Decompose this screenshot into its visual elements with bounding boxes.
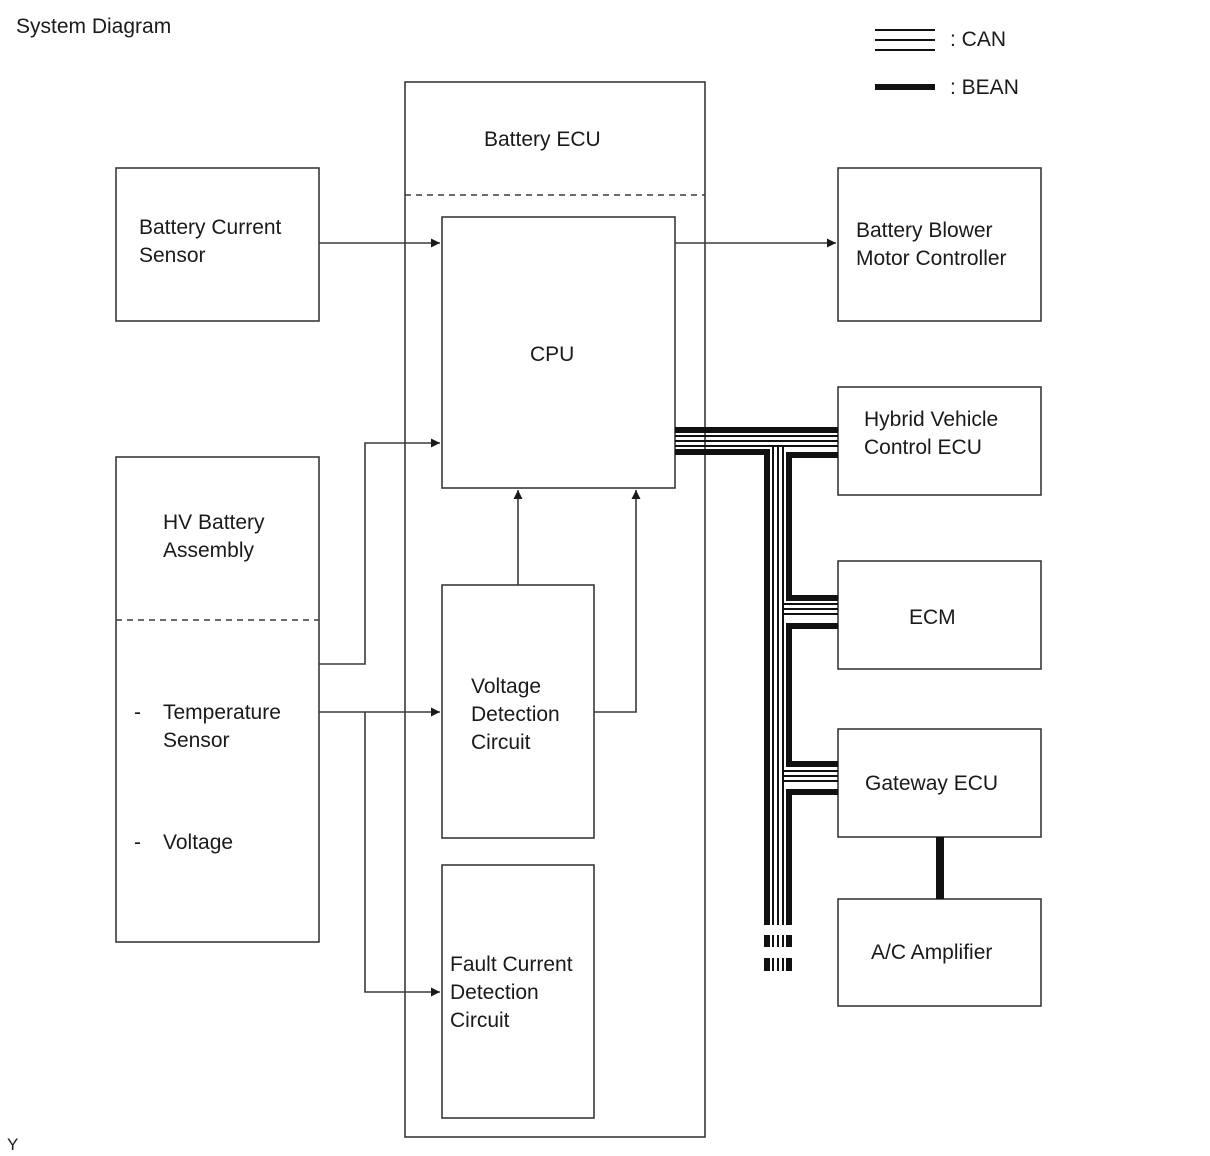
temperature-sensor-bullet: - — [134, 701, 141, 724]
bean-bus — [675, 427, 944, 971]
wire-voltage-circuit-out-to-cpu — [594, 490, 641, 713]
hv-battery-assembly-box — [115, 456, 320, 943]
cpu-box — [441, 216, 676, 489]
ac-amplifier-label: A/C Amplifier — [871, 941, 992, 964]
voltage-label: Voltage — [163, 831, 233, 854]
cpu-label: CPU — [530, 343, 574, 366]
legend-bean-label: : BEAN — [950, 76, 1019, 99]
battery-current-sensor-box — [115, 167, 320, 322]
voltage-detection-label: Voltage Detection Circuit — [471, 675, 566, 754]
battery-ecu-label: Battery ECU — [484, 128, 601, 151]
temperature-sensor-label: Temperature Sensor — [163, 701, 287, 752]
ecm-box — [837, 560, 1042, 670]
fault-current-detection-box — [441, 864, 595, 1119]
hv-battery-assembly-label: HV Battery Assembly — [163, 511, 270, 562]
can-bus — [675, 435, 838, 971]
wire-hv-to-fault-circuit — [364, 712, 440, 997]
wire-hv-battery-to-cpu — [319, 438, 440, 665]
gateway-ecu-label: Gateway ECU — [865, 772, 998, 795]
battery-current-sensor-label: Battery Current Sensor — [139, 216, 287, 267]
legend: : CAN : BEAN — [875, 28, 1019, 99]
hybrid-vehicle-ecu-box — [837, 386, 1042, 496]
legend-can-label: : CAN — [950, 28, 1006, 51]
voltage-detection-box — [441, 584, 595, 839]
fault-current-detection-label: Fault Current Detection Circuit — [450, 953, 578, 1032]
gateway-ecu-box — [837, 728, 1042, 838]
ac-amplifier-box — [837, 898, 1042, 1007]
figure-code: Y — [7, 1135, 18, 1154]
voltage-bullet: - — [134, 831, 141, 854]
hybrid-vehicle-ecu-label: Hybrid Vehicle Control ECU — [864, 408, 1004, 459]
diagram-title: System Diagram — [16, 15, 171, 38]
battery-blower-box — [837, 167, 1042, 322]
legend-can-symbol — [875, 29, 935, 51]
ecm-label: ECM — [909, 606, 956, 629]
battery-blower-label: Battery Blower Motor Controller — [856, 219, 1007, 270]
